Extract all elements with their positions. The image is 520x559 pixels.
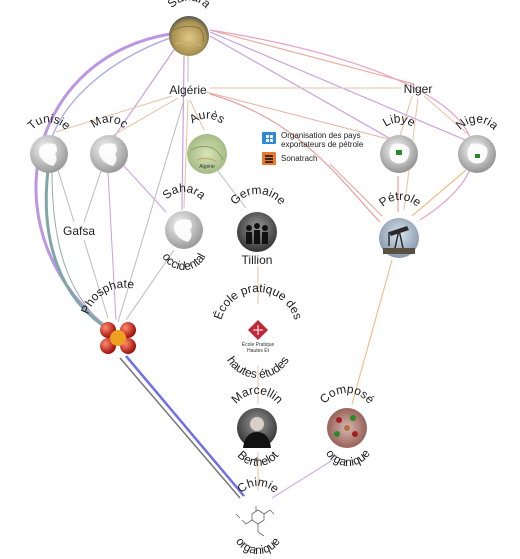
node-sahara-occidental[interactable]: [165, 211, 203, 249]
edge-nigeria-petrole: [411, 169, 467, 217]
node-nigeria[interactable]: [458, 135, 496, 173]
edge-phosphate-chimie-2: [119, 357, 241, 499]
node-chimie-organique[interactable]: [235, 506, 275, 537]
edge-sahara-tunisie: [47, 37, 171, 151]
edge-maroc-gafsa: [83, 167, 103, 223]
label-libye: Libye: [380, 111, 418, 129]
edge-sahara-niger: [209, 29, 415, 85]
legend-opep-line2: exportateurs de pétrole: [281, 140, 364, 149]
label-sahara-occidental-bottom: occidental: [160, 250, 209, 273]
edge-algerie-sahocc: [183, 99, 189, 209]
node-germaine-tillion[interactable]: [237, 212, 277, 252]
edge-sahara-maroc: [111, 43, 179, 141]
node-tunisie[interactable]: [30, 135, 68, 173]
label-germaine-bottom: Tillion: [242, 253, 273, 267]
node-petrole[interactable]: [379, 218, 419, 258]
label-chimie-bottom: organique: [233, 534, 283, 557]
ephe-logo-text-2: Hautes Ét: [247, 347, 270, 354]
label-nigeria: Nigeria: [453, 111, 501, 132]
legend-opep-line1: Organisation des pays: [281, 131, 361, 140]
edge-tunisie-phosphate: [44, 169, 111, 332]
edge-tunisie-phosphate-2: [51, 171, 113, 333]
edge-sahara-nigeria: [209, 31, 471, 143]
edge-algerie-phosphate: [117, 99, 185, 323]
legend-sonatrach[interactable]: Sonatrach: [262, 152, 317, 165]
edge-sahara-petrole: [209, 29, 474, 221]
node-sahara[interactable]: [169, 16, 209, 56]
oil-pump-icon: [383, 226, 415, 254]
edge-algerie-maroc: [111, 97, 179, 137]
node-compose-organique[interactable]: [327, 408, 367, 448]
ephe-logo-text-1: École Pratique: [242, 341, 275, 348]
label-compose-top: Composé: [317, 382, 378, 407]
phosphate-molecule-icon: [100, 322, 136, 354]
ephe-logo-icon: [248, 320, 268, 340]
node-ecole-pratique[interactable]: École Pratique Hautes Ét: [242, 320, 275, 354]
edge-algerie-tunisie: [55, 95, 173, 133]
edge-aures-germaine: [213, 165, 247, 209]
globe-icon: [39, 143, 57, 166]
label-maroc: Maroc: [88, 111, 131, 131]
label-petrole: Pétrole: [376, 189, 424, 210]
globe-icon: [467, 143, 488, 164]
edge-algerie-libye: [205, 91, 393, 141]
aures-map-label: Algérie: [199, 164, 215, 170]
label-ecole-bottom: hautes études: [224, 354, 292, 381]
edge-maroc-sahocc: [123, 165, 167, 213]
edge-compose-chimie: [271, 457, 337, 499]
globe-icon: [174, 219, 192, 242]
edge-gafsa-phosphate: [83, 239, 109, 319]
crystal-structure-icon: [334, 415, 358, 437]
edges: [34, 29, 474, 499]
node-gafsa[interactable]: Gafsa: [63, 224, 95, 238]
portrait-icon: [243, 417, 271, 448]
label-tunisie: Tunisie: [25, 111, 74, 132]
label-marcellin-top: Marcellin: [228, 383, 285, 406]
node-aures[interactable]: Algérie: [187, 134, 227, 174]
node-niger[interactable]: Niger: [404, 82, 433, 96]
photo-group-icon: [246, 223, 268, 244]
node-phosphate[interactable]: [100, 322, 136, 354]
label-compose-bottom: organique: [323, 446, 373, 469]
edge-algerie-aures: [189, 99, 205, 131]
chemical-structure-icon: [235, 506, 275, 537]
edge-sahara-libye: [209, 35, 397, 143]
node-algerie[interactable]: Algérie: [169, 83, 207, 97]
label-sahara-occidental-top: Sahara: [160, 181, 209, 202]
label-aures: Aurès: [187, 108, 228, 127]
legend-sonatrach-label: Sonatrach: [281, 154, 317, 163]
edge-sahocc-phosphate: [125, 249, 175, 321]
edge-algerie-petrole: [209, 93, 381, 223]
label-germaine-top: Germaine: [227, 183, 289, 208]
globe-icon: [99, 143, 117, 166]
legend-opep[interactable]: Organisation des pays exportateurs de pé…: [262, 131, 364, 149]
node-marcellin-berthelot[interactable]: [237, 408, 277, 448]
edge-niger-nigeria: [423, 95, 471, 137]
edge-petrole-compose: [351, 259, 393, 405]
edge-niger-libye: [399, 95, 413, 137]
node-libye[interactable]: [380, 135, 418, 173]
label-sahara: Sahara: [165, 0, 214, 11]
node-maroc[interactable]: [90, 135, 128, 173]
edge-phosphate-chimie: [125, 355, 245, 497]
edge-sahara-sahocc: [181, 55, 185, 211]
label-marcellin-bottom: Berthelot: [235, 448, 282, 469]
globe-icon: [389, 143, 410, 164]
edge-sonatrach-petrole: [329, 163, 383, 217]
edge-maroc-phosphate: [107, 171, 117, 321]
edge-tunisie-gafsa: [57, 169, 75, 223]
